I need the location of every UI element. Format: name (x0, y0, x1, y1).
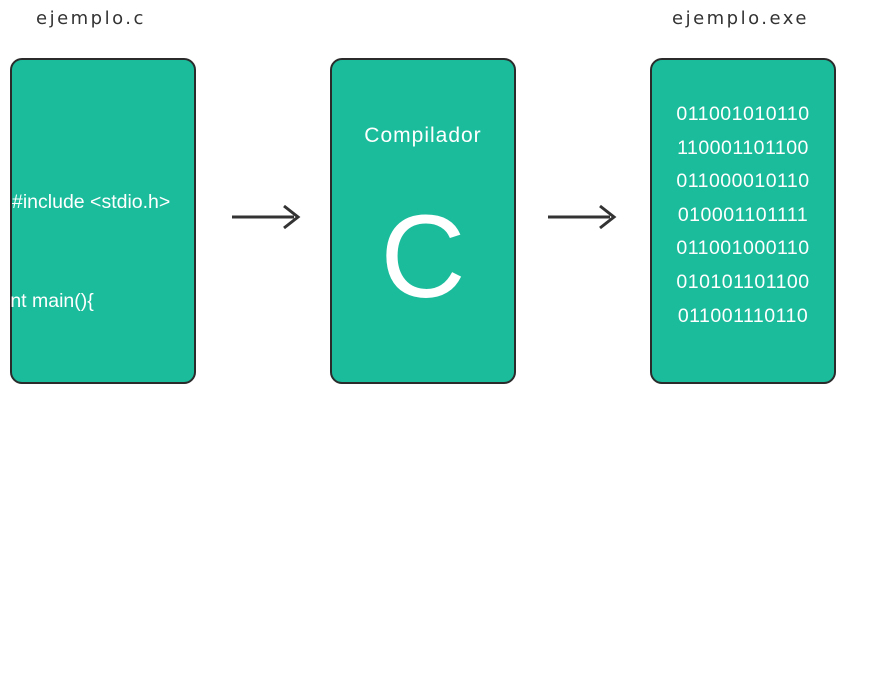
binary-content: 011001010110 110001101100 011000010110 0… (652, 98, 834, 333)
arrow-right-icon (232, 204, 301, 230)
binary-line: 010001101111 (677, 203, 809, 226)
binary-line: 011001110110 (677, 304, 809, 327)
binary-line: 110001101100 (677, 136, 809, 159)
code-line-return: return 0; (44, 488, 117, 510)
code-line-printf: printf("Hola!"); (44, 389, 166, 411)
code-line-close: } (6, 587, 13, 609)
source-code: #include <stdio.h> int main(){ printf("H… (6, 120, 170, 681)
source-code-box: #include <stdio.h> int main(){ printf("H… (6, 58, 196, 609)
output-filename: ejemplo.exe (672, 8, 809, 29)
compiler-title: Compilador (364, 124, 482, 147)
executable-box: 011001010110 110001101100 011000010110 0… (650, 58, 836, 384)
compiler-box: Compilador C (330, 58, 516, 384)
binary-line: 010101101100 (676, 270, 810, 293)
source-filename: ejemplo.c (36, 8, 146, 29)
c-language-icon: C (380, 191, 466, 323)
binary-line: 011001010110 (676, 103, 810, 125)
binary-line: 011000010110 (676, 170, 810, 193)
arrow-right-icon (548, 204, 617, 230)
code-line-include: #include <stdio.h> (12, 191, 171, 213)
code-line-main: int main(){ (6, 290, 94, 312)
binary-line: 011001000110 (676, 237, 810, 260)
